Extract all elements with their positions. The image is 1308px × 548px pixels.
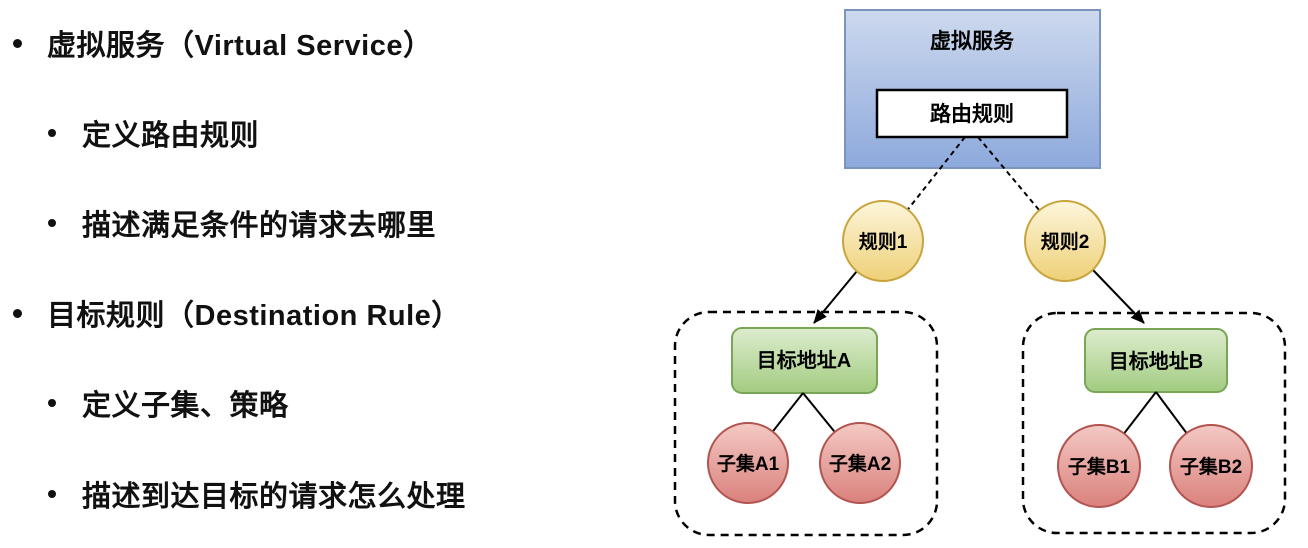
bullet-text: 描述到达目标的请求怎么处理 — [82, 481, 466, 513]
destination-group-b — [1021, 311, 1287, 535]
subset-b2-label: 子集B2 — [1180, 455, 1242, 478]
rule-1-label: 规则1 — [859, 230, 908, 253]
bullet-dot-icon — [48, 219, 56, 227]
routing-rule-label: 路由规则 — [930, 102, 1014, 126]
arrow-rule2-to-destination-b — [1092, 269, 1145, 324]
bullet-dot-icon — [48, 129, 56, 137]
rule-1-node — [842, 200, 924, 282]
subset-a2-node — [819, 422, 901, 504]
routing-rule-box — [875, 88, 1069, 139]
bullet-text: 定义子集、策略 — [82, 390, 289, 422]
bullet-item-describe-where-requests-go: 描述满足条件的请求去哪里 — [48, 206, 436, 242]
subset-b2-node — [1169, 424, 1253, 508]
bullet-item-destination-rule: 目标规则（Destination Rule） — [13, 296, 461, 332]
subset-b1-node — [1057, 424, 1141, 508]
bullet-text: 虚拟服务（Virtual Service） — [47, 30, 433, 62]
bullet-item-define-routing-rules: 定义路由规则 — [48, 116, 259, 152]
subset-a1-label: 子集A1 — [717, 452, 780, 475]
bullet-text: 定义路由规则 — [82, 120, 260, 152]
destination-a-box — [731, 327, 878, 394]
bullet-item-define-subsets-policies: 定义子集、策略 — [48, 386, 289, 422]
destination-b-label: 目标地址B — [1109, 350, 1203, 373]
bullet-dot-icon — [13, 308, 22, 318]
subset-a2-label: 子集A2 — [829, 452, 891, 475]
bullet-text: 描述满足条件的请求去哪里 — [82, 210, 437, 242]
destination-a-label: 目标地址A — [757, 349, 851, 372]
bullet-dot-icon — [48, 490, 56, 498]
bullet-dot-icon — [48, 399, 56, 407]
subset-b1-label: 子集B1 — [1068, 455, 1131, 478]
bullet-text: 目标规则（Destination Rule） — [47, 300, 461, 332]
bullet-item-virtual-service: 虚拟服务（Virtual Service） — [13, 26, 432, 62]
destination-group-a — [673, 310, 939, 537]
subset-a1-node — [707, 422, 789, 504]
bullet-item-describe-how-requests-handled: 描述到达目标的请求怎么处理 — [48, 477, 466, 513]
virtual-service-label: 虚拟服务 — [930, 29, 1015, 53]
rule-2-label: 规则2 — [1041, 230, 1090, 253]
arrow-rule1-to-destination-a — [813, 270, 858, 324]
bullet-dot-icon — [13, 38, 22, 48]
rule-2-node — [1024, 200, 1106, 282]
